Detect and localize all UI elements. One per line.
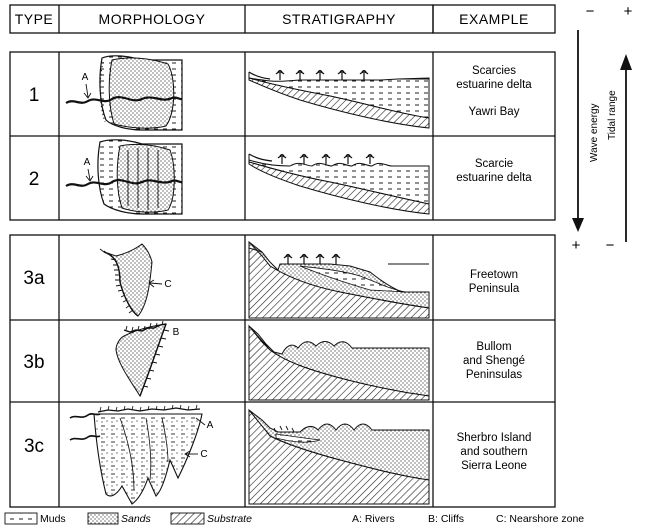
svg-text:estuarine delta: estuarine delta xyxy=(456,172,532,184)
legend-rivers: A: Rivers xyxy=(352,513,395,525)
legend-muds-label: Muds xyxy=(40,513,66,525)
wave-energy-axis: − Wave energy + xyxy=(572,3,600,254)
row-2-example: Scarcie estuarine delta xyxy=(456,158,532,184)
legend: Muds Sands Substrate A: Rivers B: Cliffs… xyxy=(5,513,584,525)
tidal-range-arrowhead xyxy=(620,54,632,70)
header-example: EXAMPLE xyxy=(459,11,529,27)
row-1-morphology: A xyxy=(66,56,182,130)
row-1-stratigraphy xyxy=(249,71,429,129)
header-stratigraphy: STRATIGRAPHY xyxy=(282,11,396,27)
row-3c-morphology: A C xyxy=(70,405,214,504)
row-3c-example: Sherbro Island and southern Sierra Leone xyxy=(457,432,532,472)
wave-energy-arrowhead xyxy=(572,218,584,232)
svg-text:Sherbro Island: Sherbro Island xyxy=(457,432,532,444)
row-3a-morphology: C xyxy=(100,244,172,316)
row-3b-callout-b: B xyxy=(173,327,180,338)
row-3a-type: 3a xyxy=(23,268,45,289)
legend-substrate-swatch xyxy=(171,513,204,524)
legend-cliffs: B: Cliffs xyxy=(428,513,464,525)
wave-energy-label: Wave energy xyxy=(589,103,600,162)
row-3b-stratigraphy xyxy=(249,326,429,400)
row-3b-morphology: B xyxy=(116,321,180,396)
svg-text:Scarcies: Scarcies xyxy=(472,65,516,77)
legend-nearshore: C: Nearshore zone xyxy=(496,513,584,525)
svg-text:Peninsula: Peninsula xyxy=(469,283,520,295)
row-2-type: 2 xyxy=(29,169,40,190)
row-1-example: Scarcies estuarine delta Yawri Bay xyxy=(456,65,532,118)
row-2-morphology: A xyxy=(66,140,182,214)
tidal-range-top-sign: + xyxy=(624,3,633,20)
legend-substrate-label: Substrate xyxy=(207,513,252,525)
table-header: TYPE MORPHOLOGY STRATIGRAPHY EXAMPLE xyxy=(10,5,555,33)
svg-text:and Shengé: and Shengé xyxy=(463,355,525,367)
svg-text:Yawri Bay: Yawri Bay xyxy=(469,106,520,118)
svg-text:estuarine delta: estuarine delta xyxy=(456,79,532,91)
svg-text:and southern: and southern xyxy=(460,446,527,458)
svg-text:Peninsulas: Peninsulas xyxy=(466,369,523,381)
tidal-range-axis: + Tidal range − xyxy=(606,3,633,254)
row-2-callout-a: A xyxy=(84,157,91,168)
legend-muds-swatch xyxy=(5,513,37,524)
row-1-type: 1 xyxy=(29,85,40,106)
wave-energy-bottom-sign: + xyxy=(572,237,581,254)
table-group-upper xyxy=(10,52,555,220)
row-3a-callout-c: C xyxy=(164,279,171,290)
svg-text:Freetown: Freetown xyxy=(470,269,518,281)
svg-text:Bullom: Bullom xyxy=(476,341,511,353)
row-3a-stratigraphy xyxy=(249,242,429,318)
row-3a-example: Freetown Peninsula xyxy=(469,269,520,295)
row-3c-callout-a: A xyxy=(207,420,214,431)
row-3c-stratigraphy xyxy=(249,410,429,504)
row-3b-example: Bullom and Shengé Peninsulas xyxy=(463,341,525,381)
wave-energy-top-sign: − xyxy=(586,3,595,20)
tidal-range-bottom-sign: − xyxy=(606,237,615,254)
header-morphology: MORPHOLOGY xyxy=(99,11,206,27)
legend-sands-swatch xyxy=(88,513,118,524)
svg-text:Scarcie: Scarcie xyxy=(475,158,513,170)
row-3c-type: 3c xyxy=(24,436,44,457)
row-2-stratigraphy xyxy=(249,154,429,214)
row-3c-callout-c: C xyxy=(200,449,207,460)
header-type: TYPE xyxy=(15,11,54,27)
tidal-range-label: Tidal range xyxy=(607,90,618,140)
row-1-callout-a: A xyxy=(82,72,89,83)
row-3b-type: 3b xyxy=(23,352,44,373)
legend-sands-label: Sands xyxy=(121,513,152,525)
svg-text:Sierra Leone: Sierra Leone xyxy=(461,460,527,472)
